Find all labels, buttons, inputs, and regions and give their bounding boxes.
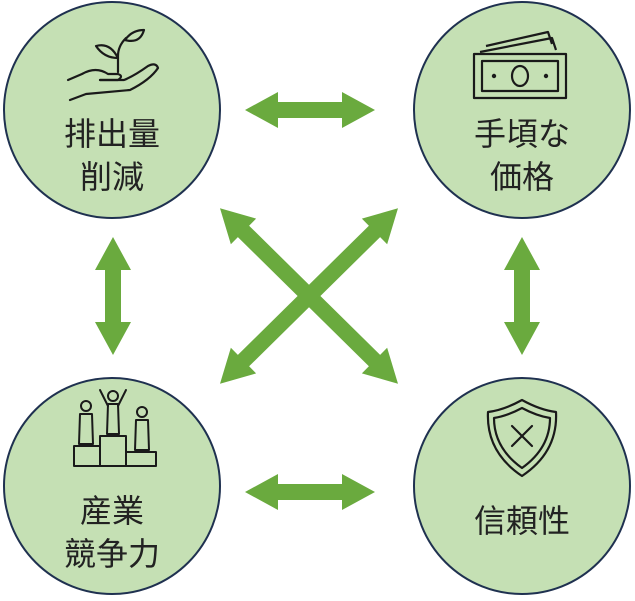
arrow-emissions-price [245, 92, 375, 128]
node-industry: 産業 競争力 [3, 377, 221, 595]
arrows-layer [95, 92, 540, 510]
node-industry-label-line2: 競争力 [64, 535, 160, 573]
arrow-industry-trust [245, 474, 375, 510]
node-trust: 信頼性 [413, 377, 631, 595]
node-price-label-line2: 価格 [490, 158, 554, 196]
node-emissions-label-line1: 排出量 [64, 115, 160, 153]
hand-plant-icon [66, 28, 160, 102]
node-trust-circle [413, 377, 631, 595]
node-price-label-line1: 手頃な [474, 115, 570, 153]
node-price: 手頃な 価格 [413, 1, 631, 219]
node-emissions: 排出量 削減 [3, 1, 221, 219]
arrow-price-trust [504, 237, 540, 355]
node-industry-circle [3, 377, 221, 595]
podium-icon [73, 389, 157, 467]
shield-x-icon [486, 398, 558, 478]
arrow-emissions-industry [95, 237, 131, 355]
money-bill-icon [472, 30, 568, 100]
node-emissions-circle [3, 1, 221, 219]
arrow-price-industry [219, 208, 399, 384]
node-price-circle [413, 1, 631, 219]
node-emissions-label-line2: 削減 [80, 158, 144, 196]
node-industry-label-line1: 産業 [80, 492, 144, 530]
node-trust-label-line1: 信頼性 [474, 502, 570, 540]
